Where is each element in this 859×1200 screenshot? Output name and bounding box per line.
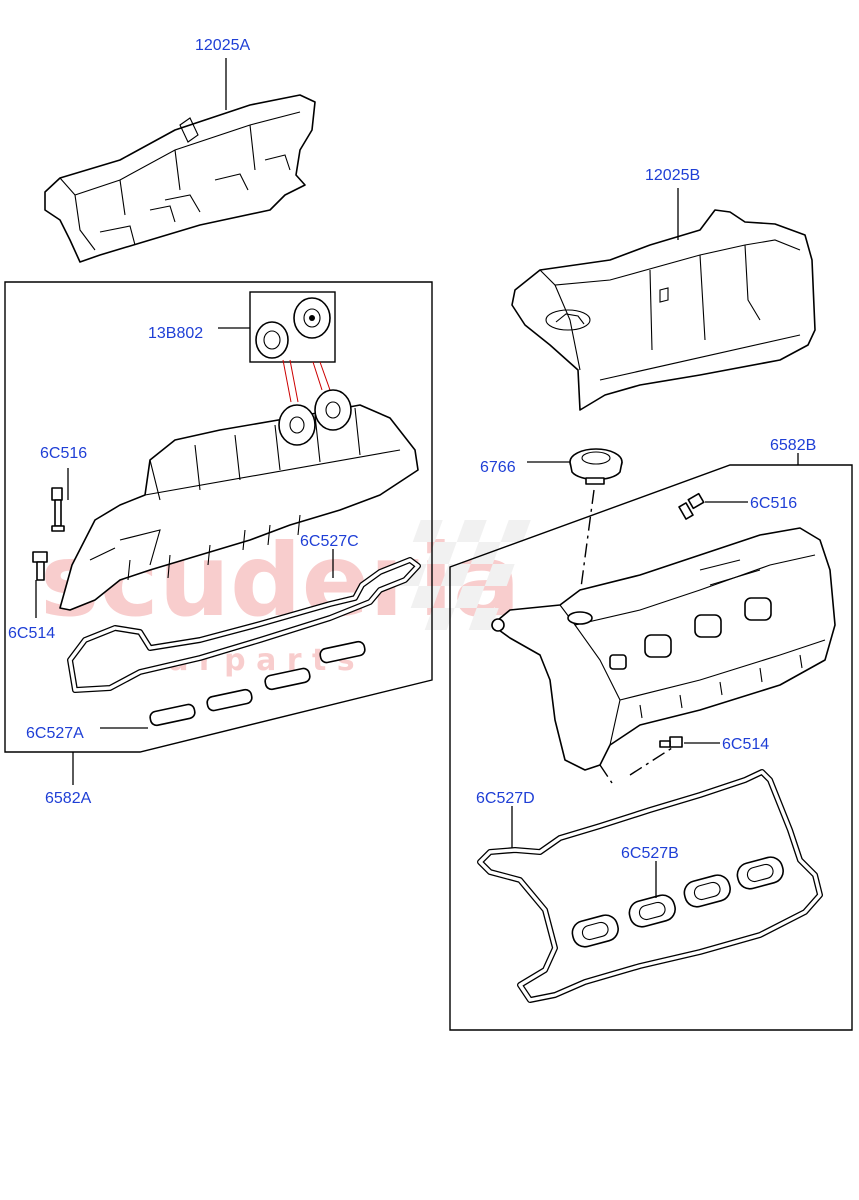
gasket-right-inner [571, 856, 784, 948]
label-6c516-right: 6C516 [750, 495, 797, 512]
filter-cap-inset [249, 291, 336, 363]
gasket-left-outer [67, 557, 421, 693]
label-6c527b: 6C527B [621, 845, 679, 862]
bolt-left [32, 551, 48, 581]
bolt-right [659, 736, 683, 748]
label-13b802: 13B802 [148, 325, 203, 342]
label-12025a: 12025A [195, 37, 250, 54]
label-12025b: 12025B [645, 167, 700, 184]
label-6c514-right: 6C514 [722, 736, 769, 753]
stud-right [678, 492, 705, 520]
assembly-box-right [449, 464, 853, 1031]
oil-filler-cap [569, 448, 623, 485]
label-6582b: 6582B [770, 437, 816, 454]
label-6c527c: 6C527C [300, 533, 359, 550]
watermark-checker [396, 520, 531, 630]
cam-cover-left [59, 389, 419, 611]
assembly-box-left [4, 281, 433, 753]
engine-cover-right [511, 209, 816, 411]
label-6c514-left: 6C514 [8, 625, 55, 642]
filter-cap-parts [255, 297, 331, 359]
label-6582a: 6582A [45, 790, 92, 807]
label-6c527d: 6C527D [476, 790, 535, 807]
engine-cover-left [44, 94, 316, 263]
label-6c516-left: 6C516 [40, 445, 87, 462]
gasket-left-inner [149, 640, 366, 727]
cam-cover-right [491, 527, 836, 771]
stud-left [51, 487, 65, 532]
gasket-right-outer [477, 769, 823, 1003]
label-6c527a: 6C527A [26, 725, 84, 742]
label-6766: 6766 [480, 459, 516, 476]
